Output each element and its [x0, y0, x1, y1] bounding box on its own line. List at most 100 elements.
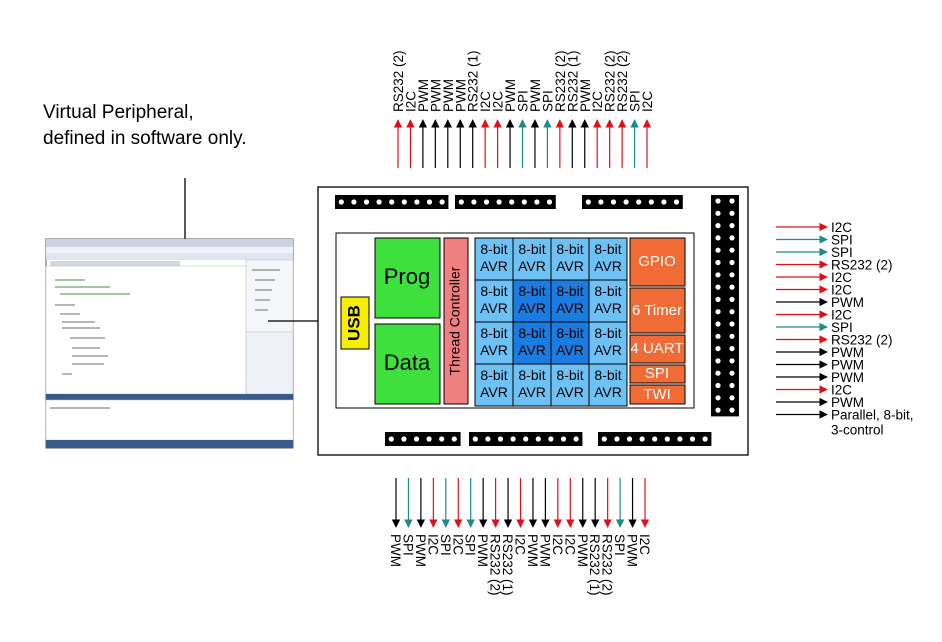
header-pin-hole	[664, 436, 670, 442]
spi-label: SPI	[645, 365, 669, 382]
bottom-signal-label: I2C	[450, 534, 465, 555]
avr-core-bits-label: 8-bit	[556, 283, 583, 299]
top-signal-label: RS232 (2)	[391, 50, 406, 112]
header-pin-hole	[439, 199, 445, 205]
uart-label: 4 UART	[630, 340, 683, 357]
header-pin-hole	[715, 358, 721, 364]
header-pin-hole	[598, 199, 604, 205]
avr-core	[474, 363, 514, 407]
header-pin-hole	[729, 198, 735, 204]
header-pin-hole	[560, 436, 567, 442]
right-signal-label: PWM	[831, 358, 864, 373]
avr-core-type-label: AVR	[556, 300, 584, 316]
bottom-signal-label: SPI	[400, 534, 415, 556]
avr-core-type-label: AVR	[556, 342, 584, 358]
header-pin-hole	[729, 407, 735, 413]
bottom-header-left	[385, 432, 461, 446]
header-pin-hole	[535, 436, 541, 442]
avr-core-type-label: AVR	[594, 258, 622, 274]
header-pin-hole	[401, 436, 407, 442]
header-pin-hole	[702, 436, 708, 442]
avr-core-bits-label: 8-bit	[556, 325, 583, 341]
bottom-signal-label: PWM	[575, 534, 590, 567]
header-pin-hole	[715, 247, 721, 253]
header-pin-hole	[673, 199, 680, 205]
avr-core-bits-label: 8-bit	[594, 283, 621, 299]
top-signal-label: PWM	[428, 79, 443, 112]
avr-core	[588, 279, 628, 323]
bottom-signal-label: SPI	[612, 534, 627, 556]
top-signal-label: RS232 (2)	[615, 50, 630, 112]
right-signal-label: I2C	[831, 383, 852, 398]
header-pin-hole	[546, 199, 553, 205]
avr-core-type-label: AVR	[594, 384, 622, 400]
right-signal-label: I2C	[831, 308, 852, 323]
avr-core-bits-label: 8-bit	[480, 241, 507, 257]
header-pin-hole	[715, 382, 721, 389]
header-pin-hole	[472, 436, 478, 442]
avr-core-bits-label: 8-bit	[480, 283, 507, 299]
header-pin-hole	[729, 358, 735, 364]
right-signal-label: PWM	[831, 395, 864, 410]
header-pin-hole	[729, 259, 735, 266]
avr-core	[588, 321, 628, 365]
header-pin-hole	[636, 199, 642, 205]
header-pin-hole	[729, 321, 735, 327]
header-pin-hole	[338, 199, 344, 205]
right-signal-label: RS232 (2)	[831, 333, 893, 348]
top-signal-label: I2C	[640, 91, 655, 112]
avr-core	[550, 279, 590, 323]
header-pin-hole	[729, 223, 735, 229]
top-signal-label: I2C	[478, 91, 493, 112]
prog-label: Prog	[384, 264, 430, 289]
right-signal-label: PWM	[831, 370, 864, 385]
header-pin-hole	[585, 199, 591, 205]
right-signal-label-line2: 3-control	[831, 423, 884, 438]
avr-core	[474, 279, 514, 323]
header-pin-hole	[729, 235, 735, 241]
header-pin-hole	[376, 199, 382, 205]
avr-core-type-label: AVR	[480, 384, 508, 400]
gpio-block	[629, 237, 686, 287]
header-pin-hole	[351, 199, 357, 205]
header-pin-hole	[510, 436, 516, 442]
avr-core-bits-label: 8-bit	[518, 367, 545, 383]
header-pin-hole	[652, 436, 658, 442]
avr-core-bits-label: 8-bit	[556, 241, 583, 257]
bottom-signal-label: RS232 (2)	[600, 534, 615, 596]
avr-core-bits-label: 8-bit	[518, 325, 545, 341]
header-pin-hole	[497, 436, 504, 442]
data-memory-block	[374, 323, 441, 405]
gpio-label: GPIO	[638, 253, 676, 270]
right-signal-label: SPI	[831, 320, 853, 335]
right-signal-label: SPI	[831, 233, 853, 248]
header-pin-hole	[715, 235, 721, 241]
header-pin-hole	[548, 436, 554, 442]
header-pin-hole	[689, 436, 696, 442]
header-pin-hole	[729, 382, 735, 389]
top-signal-label: I2C	[403, 91, 418, 112]
header-pin-hole	[729, 333, 735, 339]
top-signal-label: RS232 (2)	[603, 50, 618, 112]
twi-label: TWI	[643, 386, 671, 403]
avr-core	[512, 279, 552, 323]
data-label: Data	[384, 350, 431, 375]
right-signal-label: I2C	[831, 283, 852, 298]
avr-core-type-label: AVR	[480, 258, 508, 274]
avr-core-bits-label: 8-bit	[480, 367, 507, 383]
avr-core-type-label: AVR	[594, 342, 622, 358]
header-pin-hole	[623, 199, 629, 205]
avr-core-type-label: AVR	[556, 384, 584, 400]
header-pin-hole	[534, 199, 540, 205]
header-pin-hole	[715, 284, 721, 290]
header-pin-hole	[573, 436, 579, 442]
bottom-signal-label: PWM	[625, 534, 640, 567]
header-pin-hole	[439, 436, 445, 442]
header-pin-hole	[639, 436, 645, 442]
avr-core	[512, 321, 552, 365]
header-pin-hole	[451, 436, 457, 442]
header-pin-hole	[715, 272, 721, 278]
right-signal-label: SPI	[831, 245, 853, 260]
usb-block	[340, 296, 370, 350]
